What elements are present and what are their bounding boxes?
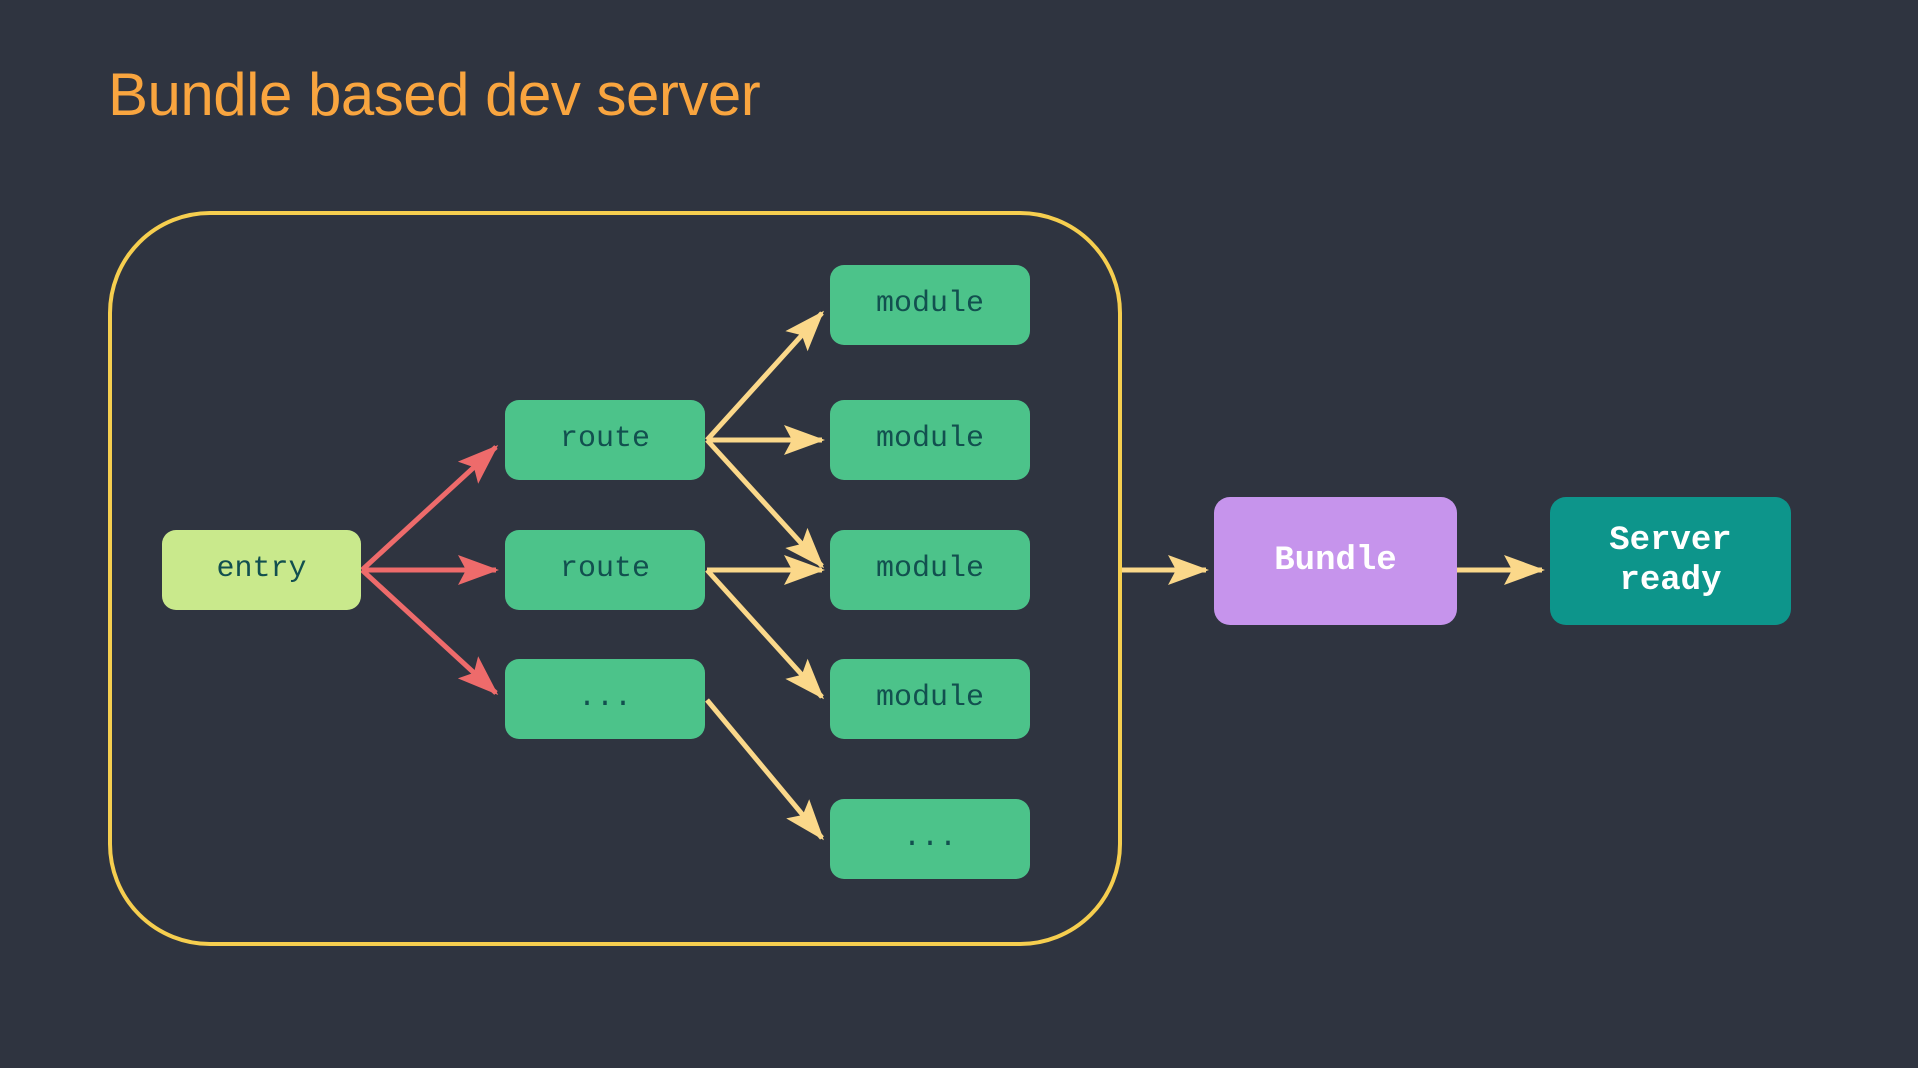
node-bundle[interactable]: Bundle xyxy=(1214,497,1457,625)
node-route-1[interactable]: route xyxy=(505,400,705,480)
node-module-5-label: ... xyxy=(902,821,957,856)
node-route-2[interactable]: route xyxy=(505,530,705,610)
edge-entry-to-route-1 xyxy=(360,444,499,572)
node-route-3-ellipsis[interactable]: ... xyxy=(505,659,705,739)
node-route-1-label: route xyxy=(559,422,650,457)
node-server-ready-label: Server ready xyxy=(1609,521,1732,600)
edge-route-1-to-module-1 xyxy=(705,310,825,442)
edge-route-3-to-module-5 xyxy=(705,698,824,841)
page-title: Bundle based dev server xyxy=(108,61,761,128)
node-module-3-label: module xyxy=(875,552,985,587)
node-route-3-label: ... xyxy=(577,681,632,716)
node-module-1-label: module xyxy=(875,287,985,322)
node-bundle-label: Bundle xyxy=(1274,541,1397,580)
edge-entry-to-route-3 xyxy=(360,568,499,696)
node-module-3[interactable]: module xyxy=(830,530,1030,610)
node-server-ready[interactable]: Server ready xyxy=(1550,497,1791,625)
node-module-5-ellipsis[interactable]: ... xyxy=(830,799,1030,879)
node-entry[interactable]: entry xyxy=(162,530,361,610)
node-module-1[interactable]: module xyxy=(830,265,1030,345)
edge-route-1-to-module-3 xyxy=(705,438,825,569)
node-module-4-label: module xyxy=(875,681,985,716)
node-module-2[interactable]: module xyxy=(830,400,1030,480)
node-module-2-label: module xyxy=(875,422,985,457)
edge-route-2-to-module-4 xyxy=(705,568,825,700)
node-route-2-label: route xyxy=(559,552,650,587)
node-entry-label: entry xyxy=(216,552,307,587)
node-module-4[interactable]: module xyxy=(830,659,1030,739)
